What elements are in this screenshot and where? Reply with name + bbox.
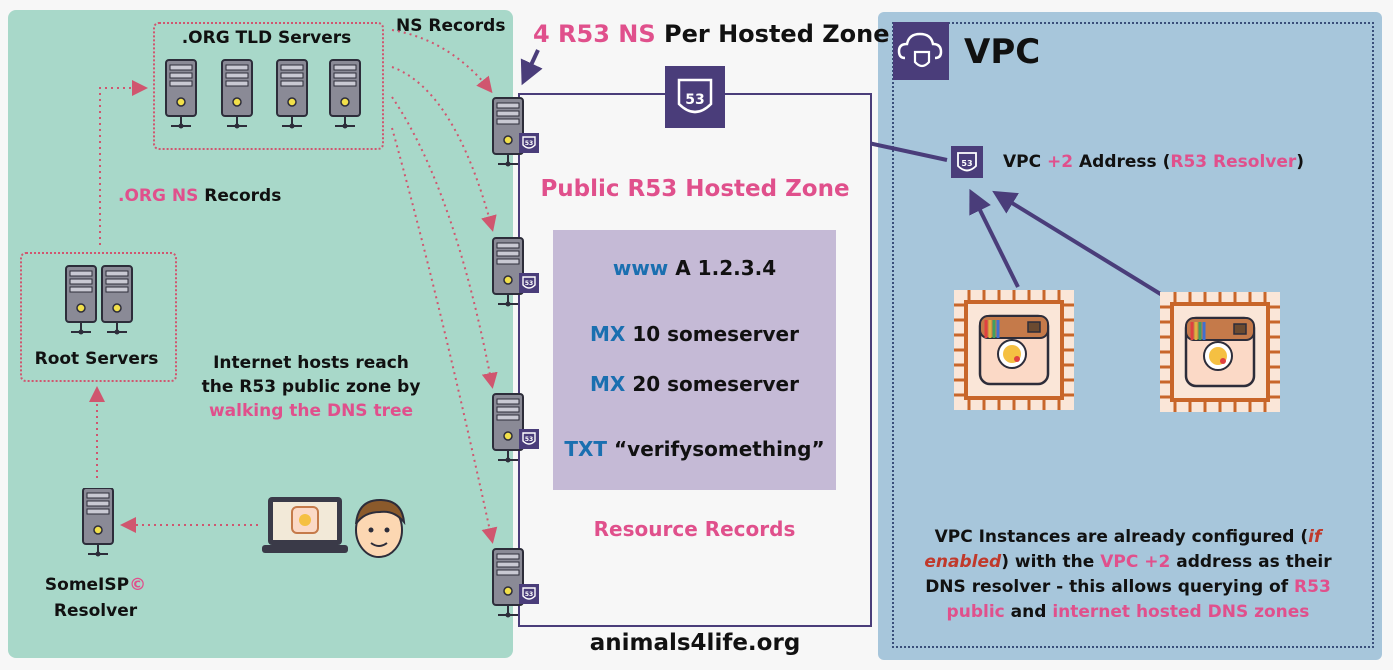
vpc-resolver-label: VPC +2 Address (R53 Resolver) — [1003, 152, 1305, 172]
record-row: TXT “verifysomething” — [564, 437, 825, 461]
tld-servers-label: .ORG TLD Servers — [181, 28, 352, 48]
r53-icon — [518, 272, 540, 294]
walk-dns-note: Internet hosts reach the R53 public zone… — [201, 353, 421, 421]
org-ns-records-label: .ORG NS Records — [118, 186, 282, 206]
vpc-note: VPC Instances are already configured (if… — [924, 527, 1332, 622]
resolver-label: SomeISP© Resolver — [44, 575, 147, 621]
ns-server-1 — [492, 97, 540, 168]
vpc-title: VPC — [964, 32, 1041, 72]
ns-records-label: NS Records — [396, 16, 506, 36]
server-icon — [492, 548, 524, 619]
root-servers-label: Root Servers — [34, 349, 159, 369]
record-row: www A 1.2.3.4 — [612, 256, 777, 280]
instance-chip-icon — [954, 290, 1074, 410]
internet-panel — [8, 10, 513, 658]
r53-resolver-icon: 53 — [951, 146, 983, 178]
header-title: 4 R53 NS Per Hosted Zone — [533, 20, 890, 48]
ns-server-4 — [492, 548, 540, 619]
record-row: MX 20 someserver — [590, 372, 799, 396]
record-row: MX 10 someserver — [590, 322, 799, 346]
r53-icon — [518, 428, 540, 450]
instance-chip-icon — [1160, 292, 1280, 412]
user-avatar-icon — [355, 498, 406, 558]
resource-records-label: Resource Records — [593, 517, 796, 541]
hosted-zone-title: Public R53 Hosted Zone — [540, 176, 850, 202]
server-icon — [492, 393, 524, 464]
laptop-icon — [262, 497, 348, 553]
ns-server-2 — [492, 237, 540, 308]
ns-server-3 — [492, 393, 540, 464]
tld-servers-group — [153, 22, 384, 150]
domain-label: animals4life.org — [589, 630, 801, 656]
svg-text:53: 53 — [961, 159, 972, 168]
records-box — [553, 230, 836, 490]
vpc-boundary — [892, 22, 1374, 648]
server-icon — [492, 97, 524, 168]
server-icon — [492, 237, 524, 308]
cloud-shield-icon — [893, 22, 949, 80]
root-servers-group — [20, 252, 177, 382]
r53-icon — [518, 132, 540, 154]
r53-icon — [518, 583, 540, 605]
svg-text:53: 53 — [685, 92, 704, 108]
r53-icon: 53 — [665, 66, 725, 128]
